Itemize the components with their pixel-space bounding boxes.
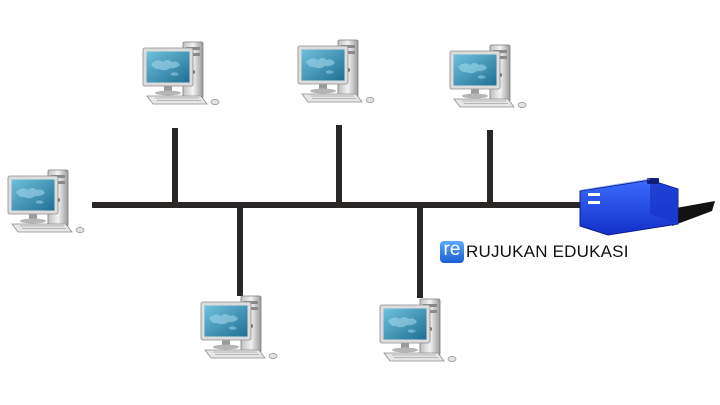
computer-top-3-icon bbox=[449, 44, 527, 109]
watermark-text: RUJUKAN EDUKASI bbox=[466, 242, 629, 261]
computer-bottom-2-icon bbox=[379, 298, 457, 363]
computer-left-icon bbox=[7, 169, 85, 234]
watermark-logo-letters: re bbox=[443, 239, 461, 260]
computer-bottom-1-icon bbox=[200, 295, 278, 360]
computer-top-1-icon bbox=[142, 41, 220, 106]
network-cables bbox=[92, 125, 590, 298]
printer-icon bbox=[579, 178, 715, 236]
watermark-logo: re bbox=[440, 239, 464, 263]
watermark: re RUJUKAN EDUKASI bbox=[440, 239, 629, 263]
computer-top-2-icon bbox=[297, 39, 375, 104]
